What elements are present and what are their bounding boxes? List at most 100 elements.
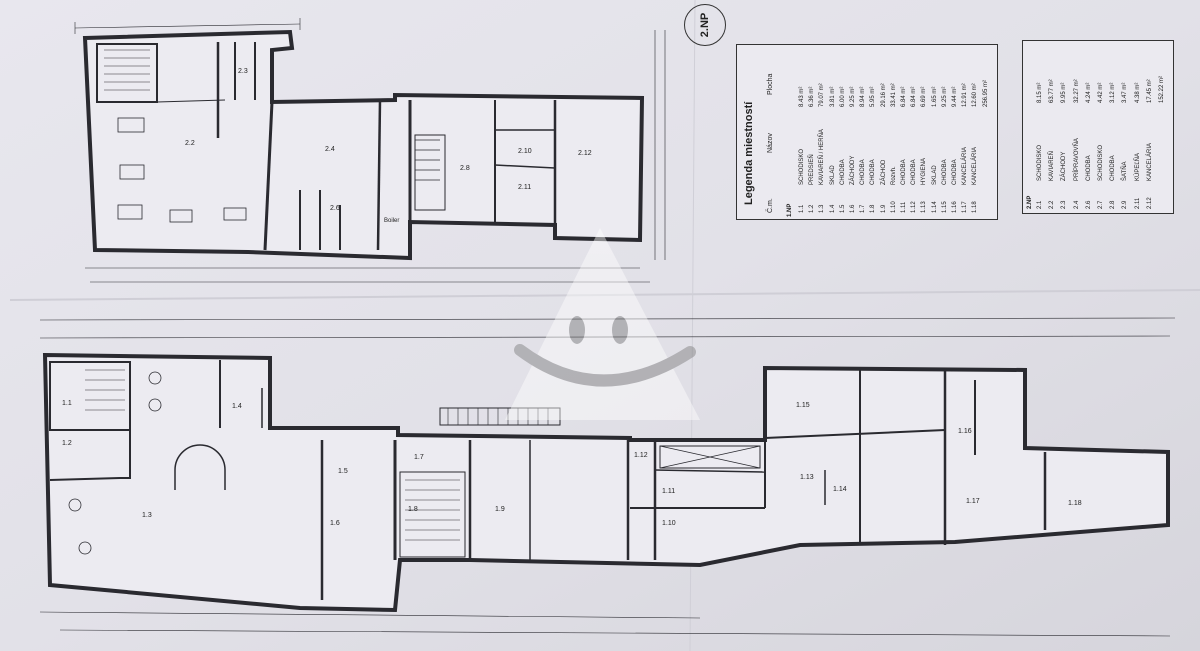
legend-cell-area: 32.27 m² bbox=[1073, 79, 1080, 103]
legend-cell-area: 29.16 m² bbox=[880, 83, 887, 107]
legend-header-name: Názov bbox=[767, 133, 774, 153]
legend-cell-num: 2.12 bbox=[1146, 197, 1153, 209]
room-label: 1.10 bbox=[662, 520, 676, 527]
legend-cell-num: 1.18 bbox=[972, 201, 979, 213]
floor-badge: 2.NP bbox=[684, 4, 726, 46]
room-label: 1.1 bbox=[62, 400, 72, 407]
legend-cell-area: 3.12 m² bbox=[1110, 82, 1117, 103]
legend-cell-name: ZÁCHODY bbox=[1061, 151, 1068, 181]
legend-cell-area: 256.95 m² bbox=[982, 79, 989, 107]
legend-cell-num: 1.6 bbox=[850, 204, 856, 213]
legend-cell-area: 3.81 m² bbox=[829, 86, 836, 107]
legend-cell-name: KANCELÁRIA bbox=[972, 146, 979, 185]
legend-cell-num: 1.17 bbox=[962, 201, 969, 213]
legend-cell-num: 2.1 bbox=[1037, 200, 1043, 209]
legend-cell-num: 2.7 bbox=[1098, 200, 1104, 209]
legend-cell-area: 6.84 m² bbox=[911, 86, 918, 107]
legend-cell-area: 9.95 m² bbox=[1061, 82, 1068, 103]
legend-cell-name: KÚPEĽŇA bbox=[1134, 152, 1141, 181]
legend-cell-num: 1.12 bbox=[911, 201, 918, 213]
room-label: 1.18 bbox=[1068, 500, 1082, 507]
room-label: 1.3 bbox=[142, 512, 152, 519]
legend-cell-num: 1.9 bbox=[880, 204, 887, 213]
room-label: 1.8 bbox=[408, 506, 418, 513]
legend-cell-area: 63.77 m² bbox=[1049, 79, 1056, 103]
legend-panel: Legenda miestností Č.m. Názov Plocha 1.N… bbox=[736, 44, 998, 220]
legend-floor2-label: 2.NP bbox=[1027, 195, 1033, 209]
legend-cell-num: 2.2 bbox=[1049, 200, 1056, 209]
upper-floor-plan bbox=[74, 18, 666, 283]
room-label: 1.14 bbox=[833, 486, 847, 493]
legend-cell-name: SKLAD bbox=[931, 165, 938, 185]
legend-cell-num: 2.8 bbox=[1110, 200, 1117, 209]
legend-cell-name: KAVIAREŇ / HERŇA bbox=[819, 129, 826, 185]
legend-cell-name: CHODBA bbox=[901, 159, 907, 185]
room-label: 1.6 bbox=[330, 520, 340, 527]
legend-cell-num: 2.9 bbox=[1122, 200, 1129, 209]
legend-cell-area: 6.69 m² bbox=[921, 86, 928, 107]
room-label: 2.2 bbox=[185, 140, 195, 147]
legend-cell-name: CHODBA bbox=[941, 159, 948, 185]
legend-cell-name: KANCELÁRIA bbox=[962, 146, 969, 185]
legend-cell-name: KANCELÁRIA bbox=[1146, 142, 1153, 181]
room-label: 1.11 bbox=[662, 488, 676, 495]
legend-cell-num: 2.3 bbox=[1061, 200, 1068, 209]
legend-cell-num: 1.15 bbox=[941, 201, 948, 213]
legend-cell-area: 9.44 m² bbox=[952, 86, 958, 107]
boiler-label: Boiler bbox=[384, 218, 400, 224]
legend-cell-name: ŠATŇA bbox=[1122, 161, 1129, 181]
floor-badge-text: 2.NP bbox=[699, 12, 711, 38]
legend-cell-area: 4.42 m² bbox=[1098, 82, 1104, 103]
legend-cell-num: 1.10 bbox=[890, 201, 897, 213]
legend-cell-name: SCHODISKO bbox=[799, 148, 805, 185]
legend-cell-num: 1.8 bbox=[870, 204, 877, 213]
legend-cell-area: 5.95 m² bbox=[870, 86, 877, 107]
legend-cell-name: ZÁCHODY bbox=[850, 155, 856, 185]
legend-cell-num: 2.6 bbox=[1085, 200, 1092, 209]
legend-cell-area: 9.25 m² bbox=[941, 86, 948, 107]
legend-cell-name: PRÍPRAVOVŇA bbox=[1073, 138, 1080, 181]
legend-cell-num: 1.5 bbox=[839, 204, 846, 213]
room-label: 2.3 bbox=[238, 68, 248, 75]
legend-cell-name: KAVIAREŇ bbox=[1049, 151, 1056, 181]
legend-cell-area: 6.00 m² bbox=[839, 86, 846, 107]
room-label: 1.2 bbox=[62, 440, 72, 447]
room-label: 1.13 bbox=[800, 474, 814, 481]
room-label: 1.9 bbox=[495, 506, 505, 513]
legend-cell-num: 2.11 bbox=[1134, 197, 1141, 209]
legend-cell-area: 8.43 m² bbox=[799, 86, 805, 107]
legend-cell-area: 152.22 m² bbox=[1159, 75, 1165, 103]
room-label: 2.4 bbox=[325, 146, 335, 153]
legend-cell-area: 9.25 m² bbox=[850, 86, 856, 107]
legend-title: Legenda miestností bbox=[743, 101, 755, 205]
legend-cell-num: 1.7 bbox=[860, 204, 867, 213]
lower-floor-plan bbox=[39, 317, 1176, 637]
legend-header-num: Č.m. bbox=[767, 198, 774, 213]
room-label: 2.11 bbox=[518, 184, 532, 191]
legend-cell-num: 1.1 bbox=[799, 204, 805, 213]
legend-cell-name: CHODBA bbox=[870, 159, 877, 185]
legend-cell-area: 8.15 m² bbox=[1037, 82, 1043, 103]
room-label: 1.16 bbox=[958, 428, 972, 435]
legend-cell-area: 12.60 m² bbox=[972, 83, 979, 107]
legend-cell-num: 1.4 bbox=[829, 204, 836, 213]
room-label: 2.10 bbox=[518, 148, 532, 155]
room-label: 1.12 bbox=[634, 452, 648, 459]
legend-cell-num: 1.2 bbox=[809, 204, 816, 213]
legend-cell-num: 1.14 bbox=[931, 201, 938, 213]
legend-cell-area: 1.65 m² bbox=[931, 86, 938, 107]
legend-cell-name: CHODBA bbox=[860, 159, 867, 185]
legend-cell-name: ZÁCHOD bbox=[880, 159, 887, 185]
room-label: 2.8 bbox=[460, 165, 470, 172]
legend-cell-area: 17.45 m² bbox=[1146, 79, 1153, 103]
legend-cell-area: 8.94 m² bbox=[860, 86, 867, 107]
legend-cell-area: 12.91 m² bbox=[962, 83, 969, 107]
legend-cell-name: CHODBA bbox=[952, 159, 958, 185]
room-label: 2.6 bbox=[330, 205, 340, 212]
legend-header-area: Plocha bbox=[767, 73, 774, 95]
room-label: 2.12 bbox=[578, 150, 592, 157]
legend-cell-name: PREDSIEŇ bbox=[809, 154, 816, 185]
legend-cell-name: SKLAD bbox=[829, 165, 836, 185]
legend-cell-name: Rozvh. bbox=[890, 166, 897, 185]
